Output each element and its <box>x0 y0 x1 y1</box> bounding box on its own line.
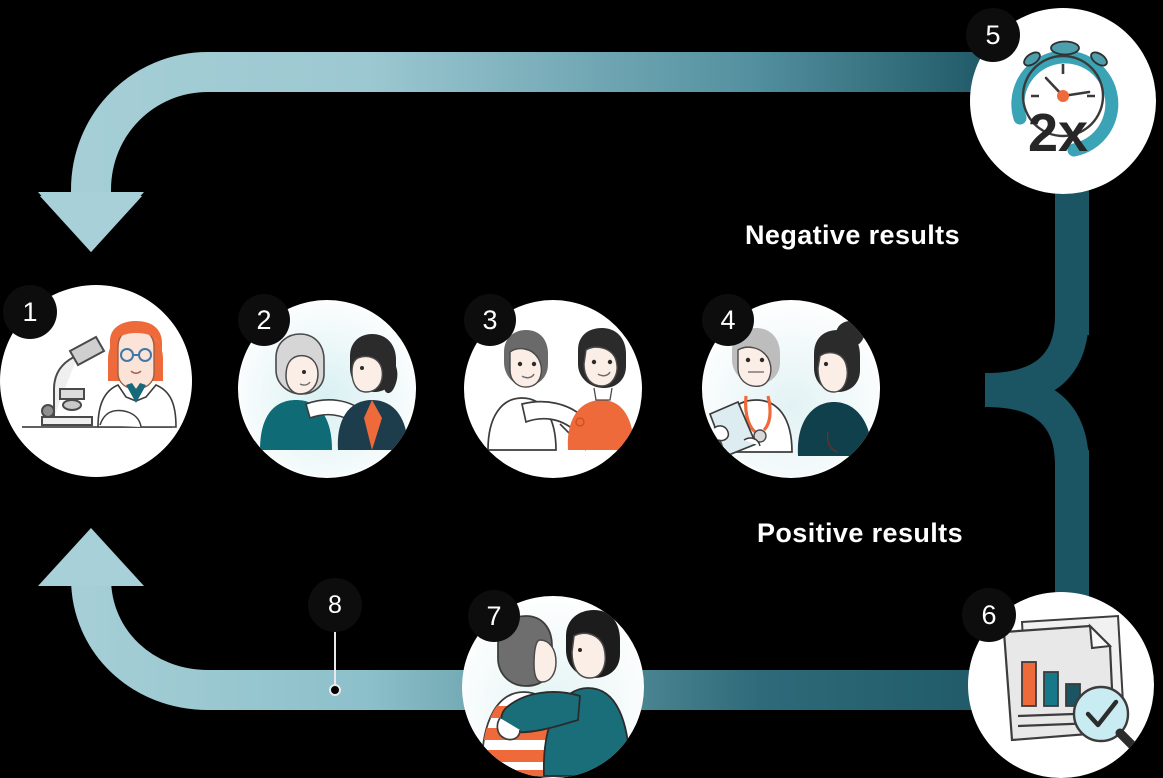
node-7-disc <box>462 596 644 778</box>
node-3-badge: 3 <box>464 294 516 346</box>
node-5-number: 5 <box>985 19 1001 50</box>
bottom-return-band <box>38 528 1075 710</box>
report-check-icon <box>969 593 1153 777</box>
node-8-badge: 8 <box>308 578 362 632</box>
microscope-researcher-icon <box>22 321 177 428</box>
node-6-disc <box>968 592 1154 778</box>
node-patients-supporting[interactable]: 7 <box>462 590 644 778</box>
handshake-greeting-icon <box>239 301 415 477</box>
node-4-number: 4 <box>720 304 736 335</box>
results-consultation-icon <box>703 301 879 477</box>
node-5-badge: 5 <box>966 8 1020 62</box>
node-3-number: 3 <box>482 304 498 335</box>
node-1-badge: 1 <box>3 285 57 339</box>
node-stopwatch-double-time[interactable]: 2x 5 <box>966 8 1156 194</box>
stopwatch-multiplier-text: 2x <box>1028 103 1088 163</box>
node-2-number: 2 <box>256 304 272 335</box>
stopwatch-icon: 2x <box>971 9 1155 193</box>
node-6-badge: 6 <box>962 588 1016 642</box>
sample-collection-icon <box>465 301 641 477</box>
node-4-badge: 4 <box>702 294 754 346</box>
node-blood-draw-patient[interactable]: 3 <box>464 294 642 478</box>
node-7-badge: 7 <box>468 590 520 642</box>
node-6-number: 6 <box>981 599 997 630</box>
node-2-badge: 2 <box>238 294 290 346</box>
node-7-number: 7 <box>486 600 502 631</box>
node-8-number: 8 <box>328 590 342 619</box>
node-clinician-greeting-patient[interactable]: 2 <box>238 294 416 478</box>
node-report-magnifier-check[interactable]: 6 <box>962 588 1154 778</box>
node-lab-researcher-microscope[interactable]: 1 <box>0 285 192 477</box>
support-embrace-icon <box>463 597 643 777</box>
pin-stem <box>334 630 336 688</box>
pin-anchor-dot <box>329 684 341 696</box>
branch-label-positive: Positive results <box>757 518 963 548</box>
branch-label-negative: Negative results <box>745 220 960 250</box>
top-return-band <box>38 52 1010 252</box>
node-4-disc <box>702 300 880 478</box>
node-3-disc <box>464 300 642 478</box>
node-doctor-reviewing-results[interactable]: 4 <box>702 294 880 478</box>
node-1-number: 1 <box>22 296 38 327</box>
